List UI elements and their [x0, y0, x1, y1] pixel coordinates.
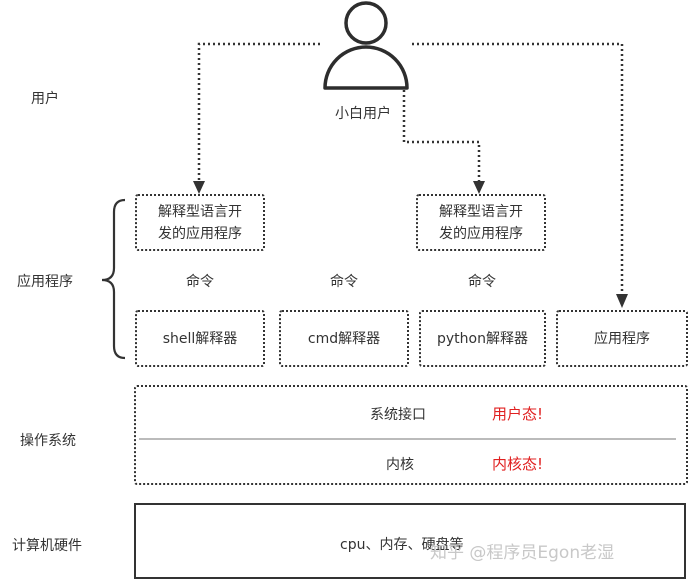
- command-label: 命令: [186, 274, 214, 290]
- application-box[interactable]: 应用程序: [556, 310, 688, 367]
- interpreter-label: shell解释器: [162, 330, 238, 347]
- interpreter-box-python[interactable]: python解释器: [419, 310, 546, 367]
- layer-label-os: 操作系统: [20, 433, 76, 449]
- interpreter-box-cmd[interactable]: cmd解释器: [279, 310, 409, 367]
- hardware-text: cpu、内存、硬盘等: [340, 537, 464, 553]
- layer-label-user: 用户: [31, 91, 59, 107]
- system-interface-label: 系统接口: [370, 407, 426, 423]
- kernel-label: 内核: [386, 457, 414, 473]
- application-label: 应用程序: [594, 330, 650, 347]
- user-mode-label: 用户态!: [492, 405, 544, 423]
- hardware-box[interactable]: [134, 503, 686, 579]
- interpreter-label: cmd解释器: [307, 330, 381, 347]
- layer-label-hardware: 计算机硬件: [12, 538, 82, 554]
- kernel-mode-label: 内核态!: [492, 455, 544, 473]
- watermark: 知乎 @程序员Egon老湿: [430, 543, 615, 563]
- arrowhead-right-app: [473, 181, 485, 194]
- arrowhead-application: [616, 294, 628, 308]
- layer-label-application: 应用程序: [17, 274, 73, 290]
- interpreted-app-box-left[interactable]: 解释型语言开 发的应用程序: [135, 194, 265, 251]
- arrow-user-to-left-app: [197, 42, 320, 183]
- user-icon: [323, 1, 409, 90]
- interpreter-label: python解释器: [437, 330, 528, 347]
- command-label: 命令: [330, 274, 358, 290]
- interpreted-app-line1: 解释型语言开: [158, 203, 242, 220]
- interpreted-app-line1: 解释型语言开: [439, 203, 523, 220]
- brace-icon: [101, 198, 126, 360]
- command-label: 命令: [468, 274, 496, 290]
- interpreted-app-box-right[interactable]: 解释型语言开 发的应用程序: [416, 194, 546, 251]
- user-figure-label: 小白用户: [335, 106, 391, 122]
- os-box[interactable]: [134, 385, 688, 485]
- arrow-user-to-application: [412, 42, 624, 296]
- interpreted-app-line2: 发的应用程序: [158, 225, 242, 242]
- interpreter-box-shell[interactable]: shell解释器: [135, 310, 265, 367]
- arrowhead-left-app: [193, 181, 205, 194]
- interpreted-app-line2: 发的应用程序: [439, 225, 523, 242]
- arrow-user-to-right-app: [402, 90, 481, 183]
